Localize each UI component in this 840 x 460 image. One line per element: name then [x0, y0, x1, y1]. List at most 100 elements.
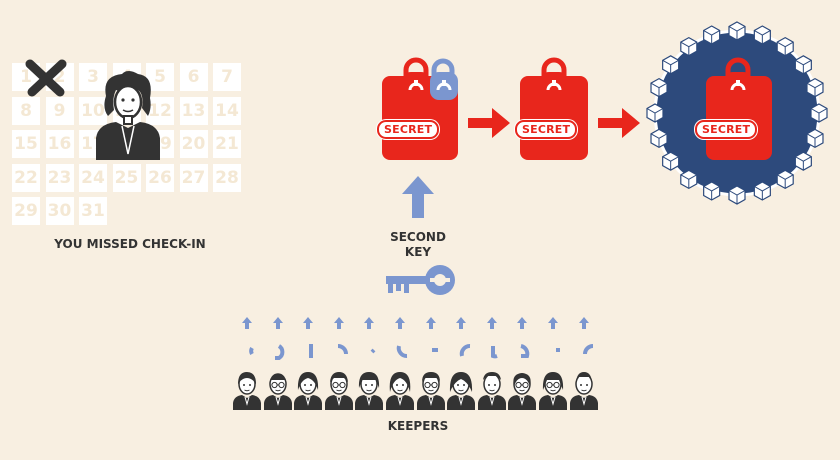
keeper: [232, 316, 262, 412]
calendar-day: 23: [45, 163, 74, 192]
seal-cube: [680, 36, 698, 57]
keepers-row: [232, 316, 612, 412]
secret-label-1: SECRET: [377, 120, 440, 139]
seal-cube: [650, 128, 668, 149]
calendar-day: 27: [179, 163, 208, 192]
calendar-day: 29: [12, 197, 40, 225]
calendar-day: 3: [79, 63, 107, 91]
keeper: [293, 316, 323, 412]
arrow-up-icon: [517, 317, 528, 329]
key-fragment-icon: [370, 348, 376, 354]
keeper: [569, 316, 599, 412]
keeper-person-icon: [447, 372, 476, 410]
keeper: [477, 316, 507, 412]
calendar-day: 15: [12, 130, 40, 158]
arrow-up-icon: [395, 317, 405, 329]
calendar-day: 28: [213, 163, 241, 192]
key-fragment-icon: [396, 345, 408, 358]
keeper: [385, 316, 415, 412]
seal-cube: [806, 77, 824, 98]
secret-label-3: SECRET: [695, 120, 758, 139]
seal-cube: [728, 21, 746, 41]
arrow-up-icon: [578, 317, 589, 329]
calendar-day: 21: [213, 130, 241, 158]
keeper: [538, 316, 568, 412]
calendar-day: 6: [179, 63, 208, 91]
arrow-up-icon: [425, 317, 436, 329]
calendar-day: 20: [179, 130, 208, 158]
arrow-up-icon: [486, 317, 497, 329]
calendar-day: 9: [45, 96, 74, 125]
key-fragment-icon: [582, 344, 593, 355]
keeper: [263, 316, 293, 412]
seal-cube: [680, 169, 698, 190]
key-fragment-icon: [337, 344, 348, 355]
calendar-day: 31: [79, 197, 107, 225]
keeper-person-icon: [324, 372, 353, 410]
seal-cube: [662, 151, 680, 171]
arrow-up-icon: [242, 317, 252, 329]
missed-check-in-caption: YOU MISSED CHECK-IN: [54, 237, 206, 251]
seal-cube: [650, 77, 668, 98]
key-icon: [386, 265, 455, 295]
arrow-up-icon: [456, 317, 467, 329]
secret-label-2: SECRET: [515, 120, 578, 139]
arrow-up-icon: [272, 317, 283, 329]
shield-seal-icon: [646, 21, 828, 205]
keeper-person-icon: [477, 372, 506, 410]
key-fragment-icon: [490, 346, 498, 359]
key-fragment-icon: [431, 348, 438, 352]
calendar-day: 13: [179, 96, 208, 125]
calendar-day: 7: [213, 63, 241, 91]
keeper: [324, 316, 354, 412]
arrow-up-icon: [333, 317, 344, 329]
key-fragment-icon: [556, 348, 560, 352]
keeper-person-icon: [263, 373, 292, 410]
calendar-day: 24: [79, 163, 107, 192]
keeper: [416, 316, 446, 412]
second-key-caption-line2: KEY: [404, 245, 432, 259]
arrow-right-icon: [598, 108, 640, 138]
keeper-person-icon: [355, 372, 384, 410]
calendar-day: 22: [12, 163, 40, 192]
arrow-up-icon: [303, 317, 314, 329]
key-fragment-icon: [459, 344, 471, 357]
keeper-person-icon: [569, 372, 598, 410]
padlock-icon: [402, 57, 430, 100]
seal-cube: [753, 181, 771, 201]
calendar-day: 10: [79, 96, 107, 125]
key-fragment-icon: [274, 344, 284, 360]
cross-icon: [25, 59, 67, 97]
seal-cube: [703, 25, 721, 45]
second-key-caption: SECOND KEY: [378, 230, 458, 260]
keepers-caption: KEEPERS: [387, 419, 449, 433]
seal-cube: [646, 103, 664, 123]
secret-card-locked-twice: [382, 57, 458, 160]
seal-cube: [794, 55, 812, 75]
seal-cube: [703, 181, 721, 201]
seal-cube: [810, 103, 828, 123]
seal-cube: [794, 151, 812, 171]
padlock-blue-icon: [430, 58, 458, 100]
key-fragment-icon: [249, 347, 254, 355]
seal-cube: [662, 55, 680, 75]
key-fragment-icon: [520, 344, 530, 358]
key-fragment-icon: [309, 344, 314, 358]
person-icon: [96, 71, 160, 160]
keeper-person-icon: [508, 373, 537, 410]
calendar-day: 30: [45, 197, 74, 225]
calendar-day: 26: [146, 163, 174, 192]
padlock-icon: [540, 57, 568, 100]
arrow-up-icon: [402, 176, 434, 218]
keeper-person-icon: [294, 372, 323, 410]
calendar-day: 25: [112, 163, 141, 192]
keeper-person-icon: [386, 372, 414, 410]
seal-cube: [776, 169, 794, 190]
calendar-day: 14: [213, 96, 241, 125]
calendar-day: 16: [45, 130, 74, 158]
seal-cube: [806, 128, 824, 149]
keeper: [507, 316, 537, 412]
keeper-person-icon: [416, 372, 445, 410]
calendar-day: 8: [12, 96, 40, 125]
seal-cube: [728, 185, 746, 205]
